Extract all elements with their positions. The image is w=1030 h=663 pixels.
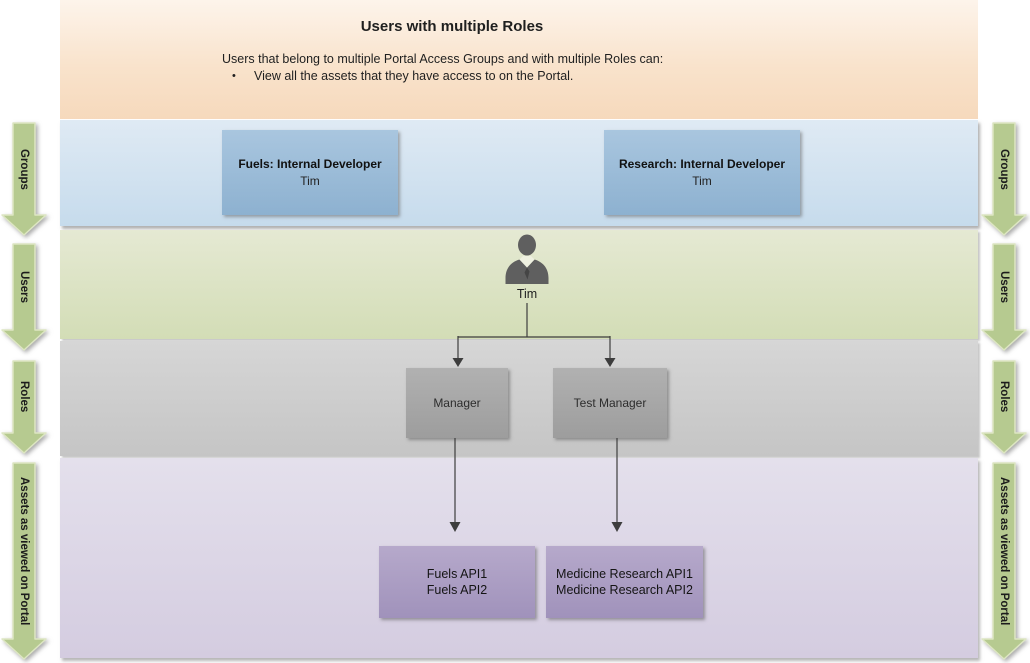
group-title: Fuels: Internal Developer <box>238 157 382 171</box>
lane-arrow-shape <box>1 122 47 236</box>
lane-arrow-groups-right: Groups <box>981 122 1027 236</box>
lane-arrow-roles-right: Roles <box>981 360 1027 454</box>
asset-line: Medicine Research API1 <box>556 567 693 581</box>
lane-label: Roles <box>18 381 30 413</box>
role-box-test-manager: Test Manager <box>553 368 667 438</box>
lane-arrow-users-right: Users <box>981 243 1027 351</box>
user-name: Tim <box>516 287 538 301</box>
lane-label: Users <box>998 271 1010 303</box>
lane-label: Users <box>18 271 30 303</box>
asset-box-medicine-research: Medicine Research API1 Medicine Research… <box>546 546 703 618</box>
header-bullet-item: • View all the assets that they have acc… <box>232 69 573 83</box>
person-icon <box>503 234 550 284</box>
lane-arrow-groups-left: Groups <box>1 122 47 236</box>
role-box-manager: Manager <box>406 368 508 438</box>
lane-arrow-users-left: Users <box>1 243 47 351</box>
band-assets: Fuels API1 Fuels API2 Medicine Research … <box>60 458 978 658</box>
person-icon <box>505 234 549 284</box>
lane-arrow-assets-right: Assets as viewed on Portal <box>981 462 1027 660</box>
lane-label: Assets as viewed on Portal <box>998 476 1010 626</box>
role-label: Manager <box>433 396 481 410</box>
lane-arrow-shape <box>981 122 1027 236</box>
asset-line: Medicine Research API2 <box>556 583 693 597</box>
lane-label: Groups <box>18 148 30 190</box>
group-member: Tim <box>300 174 320 188</box>
lane-arrow-shape <box>1 243 47 351</box>
band-roles: Manager Test Manager <box>60 341 978 456</box>
band-header: Users with multiple Roles Users that bel… <box>60 0 978 119</box>
group-box-fuels: Fuels: Internal Developer Tim <box>222 130 398 215</box>
bullet-icon: • <box>232 70 236 82</box>
band-users: Tim <box>60 230 978 339</box>
group-box-research: Research: Internal Developer Tim <box>604 130 800 215</box>
asset-box-fuels: Fuels API1 Fuels API2 <box>379 546 535 618</box>
group-member: Tim <box>692 174 712 188</box>
lane-arrow-roles-left: Roles <box>1 360 47 454</box>
lane-arrow-shape <box>1 360 47 454</box>
group-title: Research: Internal Developer <box>618 157 786 171</box>
lane-label: Assets as viewed on Portal <box>18 476 30 626</box>
header-bullet-text: View all the assets that they have acces… <box>254 69 574 83</box>
band-groups: Fuels: Internal Developer Tim Research: … <box>60 120 978 226</box>
asset-line: Fuels API1 <box>426 567 488 581</box>
lane-label: Roles <box>998 381 1010 413</box>
asset-line: Fuels API2 <box>426 583 488 597</box>
lane-arrow-shape <box>981 243 1027 351</box>
lane-arrow-shape <box>981 462 1027 660</box>
lane-arrow-assets-left: Assets as viewed on Portal <box>1 462 47 660</box>
header-description: Users that belong to multiple Portal Acc… <box>222 52 664 66</box>
lane-arrow-shape <box>981 360 1027 454</box>
page-title: Users with multiple Roles <box>360 18 544 35</box>
role-label: Test Manager <box>573 396 647 410</box>
lane-arrow-shape <box>1 462 47 660</box>
lane-label: Groups <box>998 148 1010 190</box>
